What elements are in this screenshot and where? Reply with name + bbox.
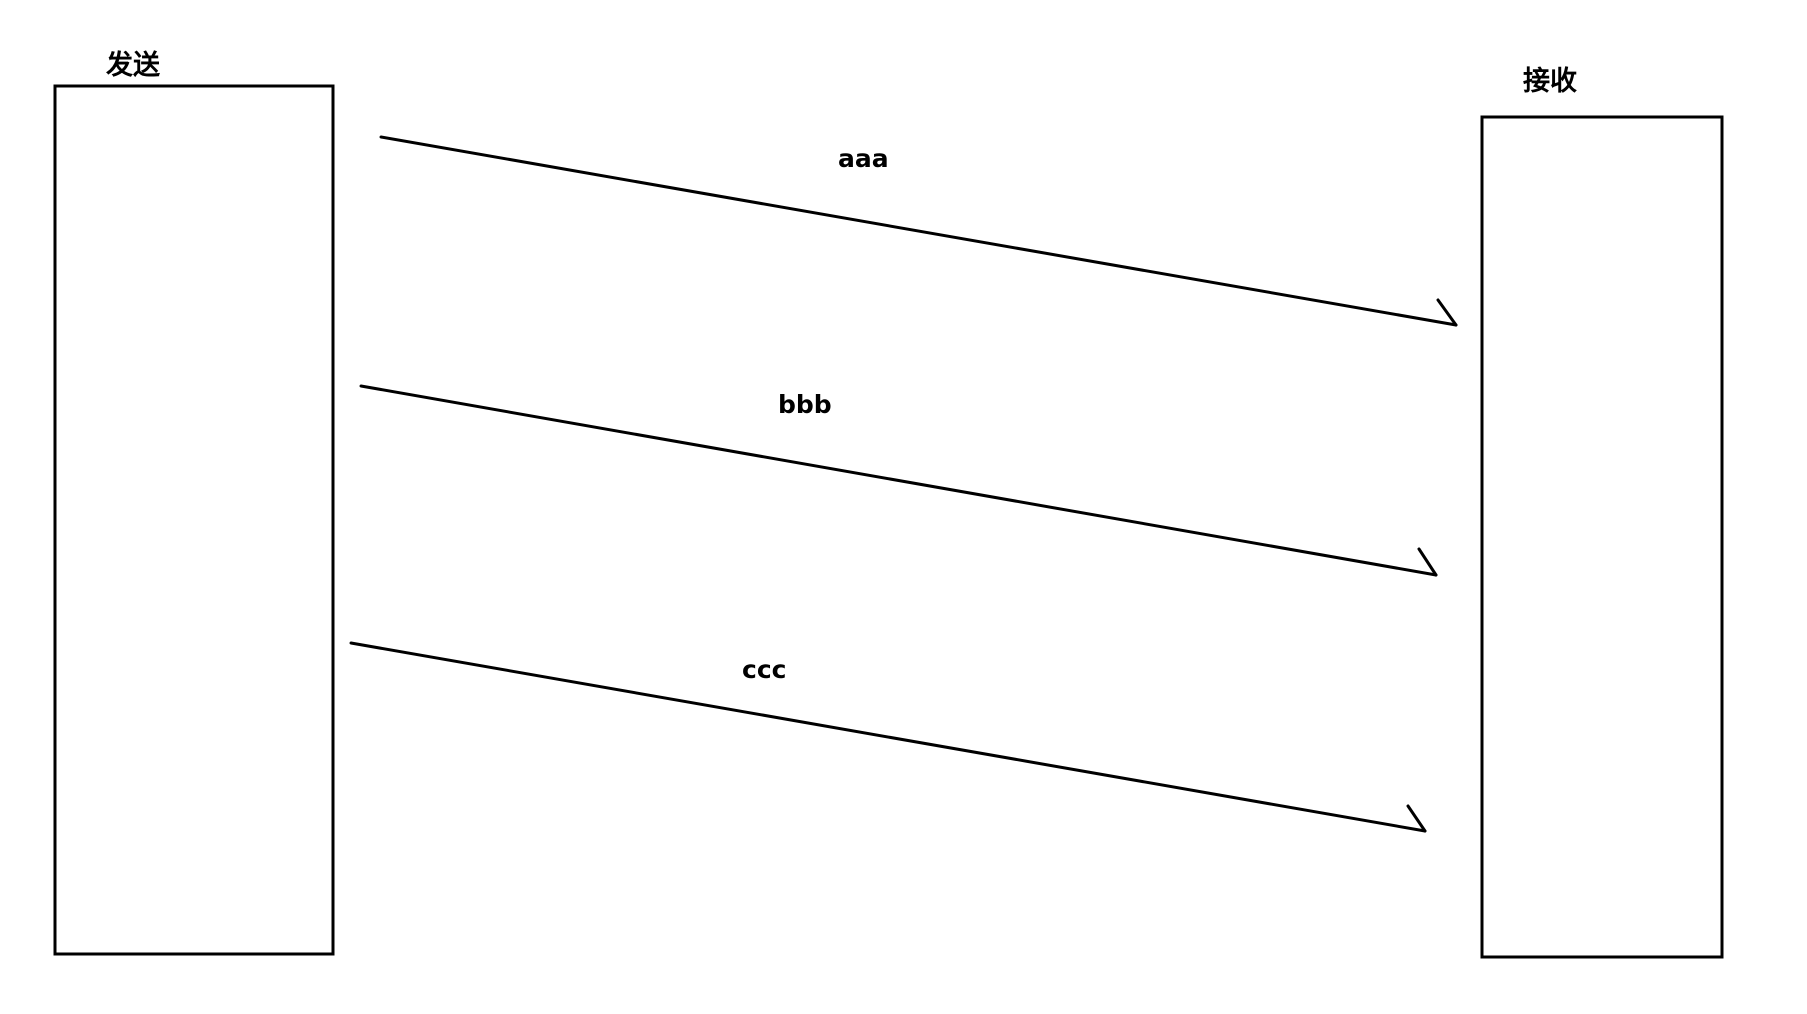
sender-label: 发送 xyxy=(105,49,160,81)
message-line xyxy=(359,384,1438,577)
message-aaa: aaa xyxy=(379,135,1458,327)
message-label: aaa xyxy=(838,144,889,173)
message-line xyxy=(349,641,1427,833)
receiver-label: 接收 xyxy=(1523,66,1577,97)
message-ccc: ccc xyxy=(349,641,1427,833)
arrowhead-icon xyxy=(1406,804,1427,833)
receiver-box xyxy=(1480,115,1724,959)
arrowhead-icon xyxy=(1436,298,1458,327)
message-line xyxy=(379,135,1458,327)
message-label: ccc xyxy=(742,655,786,684)
sender-box xyxy=(53,84,335,956)
message-label: bbb xyxy=(778,390,832,419)
arrowhead-icon xyxy=(1417,547,1438,577)
message-bbb: bbb xyxy=(359,384,1438,577)
